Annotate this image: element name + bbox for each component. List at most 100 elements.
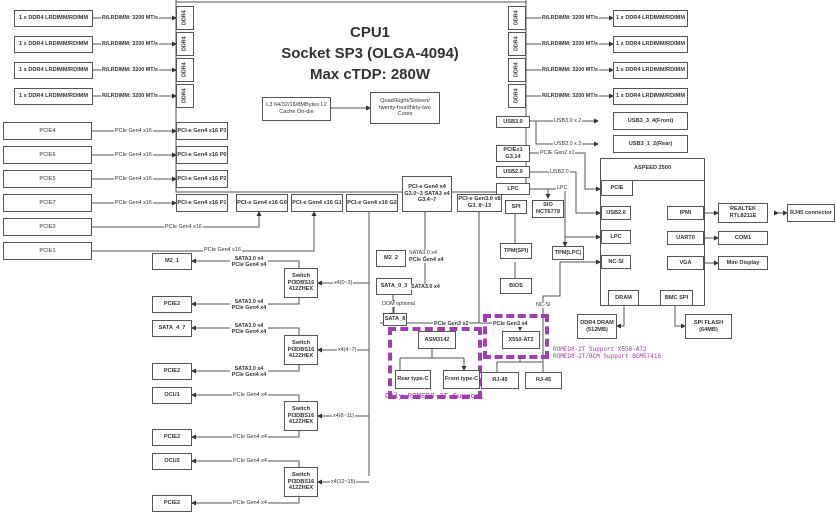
dimm-l1: 1 x DDR4 LRDIMM/RDIMM: [14, 10, 93, 27]
sata-0-3-link: SATA3.0 x4: [410, 284, 441, 291]
switch-2: Switch PI3DBS16 412ZHEX: [284, 335, 318, 365]
dev-link-5: PCIe Gen4 x4: [232, 392, 268, 399]
cpu-tdp: Max cTDP: 280W: [309, 66, 431, 83]
asm-link: PCIe Gen3 x2: [433, 321, 470, 328]
dimm-r1: 1 x DDR4 LRDIMM/RDIMM: [613, 10, 688, 27]
cores-box: Quad/Eight/Sixteen/ twenty-four/thirty-t…: [370, 92, 440, 124]
pciex1-port: PCIEx1 G3.14: [496, 145, 530, 162]
rj45-a: RJ-45: [481, 372, 519, 389]
dimm-r2: 1 x DDR4 LRDIMM/RDIMM: [613, 36, 688, 53]
pcie-port-g2: PCI-e Gen4 x16 G2: [346, 194, 398, 212]
switch-1: Switch PI3DBS16 412ZHEX: [284, 268, 318, 298]
bmc-uart0: UART0: [667, 231, 704, 245]
pcie-port-p1: PCI-e Gen4 x16 P1: [176, 194, 228, 212]
cpu-name: CPU1: [349, 24, 390, 41]
slot-pcie5: PCIE5: [3, 170, 92, 188]
bmc-divider: [600, 180, 705, 181]
cpu-title: CPU1 Socket SP3 (OLGA-4094) Max cTDP: 28…: [270, 22, 470, 85]
ddr-link-l3: R/LRDIMM: 3200 MT/s: [101, 67, 160, 74]
ddr-link-r1: R/LRDIMM: 3200 MT/s: [541, 15, 600, 22]
dimm-r4: 1 x DDR4 LRDIMM/RDIMM: [613, 88, 688, 105]
link-pcie6: PCIe Gen4 x16: [114, 152, 153, 159]
ddr-link-l2: R/LRDIMM: 3200 MT/s: [101, 41, 160, 48]
com1: COM1: [718, 231, 768, 245]
front-typec: Front type-C: [443, 370, 480, 389]
lpc-link: LPC: [556, 185, 569, 192]
rj45-connector: RJ45 connector: [787, 204, 835, 222]
asm-dashed-region: [388, 327, 482, 399]
dev-link-1: SATA3.0 x4 PCIe Gen4 x4: [230, 256, 268, 269]
slot-pcie6: PCIE6: [3, 146, 92, 164]
switch-lane-4: x4(12~15): [330, 479, 357, 486]
switch-4: Switch PI3DBS16 412ZHEX: [284, 467, 318, 497]
link-pcie4: PCIe Gen4 x16: [114, 128, 153, 135]
realtek-phy: REALTEK RTL8211E: [718, 203, 768, 223]
bmc-dram: DRAM: [608, 290, 639, 306]
cpu-socket: Socket SP3 (OLGA-4094): [281, 45, 459, 62]
m2-2-link-pcie: PCIe Gen4 x4: [408, 257, 445, 264]
bmc-ipmi: IPMI: [667, 206, 704, 220]
dimm-l3: 1 x DDR4 LRDIMM/RDIMM: [14, 62, 93, 79]
dimm-l2: 1 x DDR4 LRDIMM/RDIMM: [14, 36, 93, 53]
dev-pcie2-c: PCIE2: [152, 429, 192, 446]
bmc-vga: VGA: [667, 256, 704, 270]
usb20-link: USB2.0: [549, 169, 570, 176]
dev-ocu2: OCU2: [152, 453, 192, 470]
dev-sata-4-7: SATA_4_7: [152, 320, 192, 337]
dev-link-6: PCIe Gen4 x4: [232, 434, 268, 441]
m2-2: M2_2: [376, 250, 406, 267]
pcie-port-p2: PCI-e Gen4 x16 P2: [176, 170, 228, 188]
dev-m2-1: M2_1: [152, 253, 192, 270]
ncsi-link: NC-SI: [535, 302, 552, 309]
ddr-port-r4: DDR4: [508, 84, 526, 108]
ddr-link-l4: R/LRDIMM: 3200 MT/s: [101, 93, 160, 100]
dev-link-3: SATA3.0 x4 PCIe Gen4 x4: [230, 323, 268, 336]
sata-0-3: SATA_0_3: [376, 278, 412, 295]
dev-link-2: SATA3.0 x4 PCIe Gen4 x4: [230, 299, 268, 312]
dimm-l4: 1 x DDR4 LRDIMM/RDIMM: [14, 88, 93, 105]
slot-pcie3: PCIE3: [3, 218, 92, 236]
ddr-link-r3: R/LRDIMM: 3200 MT/s: [541, 67, 600, 74]
ddr4-dram: DDR4 DRAM (512MB): [577, 314, 617, 339]
ddr-port-r3: DDR4: [508, 58, 526, 82]
mini-display: Mini Display: [718, 256, 768, 270]
ddr-link-r4: R/LRDIMM: 3200 MT/s: [541, 93, 600, 100]
switch-lane-3: x4(8~11): [332, 413, 356, 420]
ddr-link-l1: R/LRDIMM: 3200 MT/s: [101, 15, 160, 22]
ddr-port-r1: DDR4: [508, 6, 526, 30]
bios-chip: BIOS: [500, 278, 532, 294]
switch-3: Switch PI3DBS16 412ZHEX: [284, 401, 318, 431]
bmc-spi: BMC SPI: [660, 290, 693, 306]
bmc-lpc: LPC: [601, 230, 631, 244]
dev-link-8: PCIe Gen4 x4: [232, 500, 268, 507]
x550-link: PCIe Gen3 x4: [492, 321, 529, 328]
usb20-port: USB2.0: [496, 166, 530, 178]
dev-pcie2-b: PCIE2: [152, 363, 192, 380]
bmc-title: ASPEED 2500: [633, 165, 671, 171]
dev-pcie2-d: PCIE2: [152, 495, 192, 512]
usb30-port: USB3.0: [496, 116, 530, 128]
pcie-port-g1: PCI-e Gen4 x16 G1: [291, 194, 343, 212]
pcie-port-p0: PCI-e Gen4 x16 P0: [176, 146, 228, 164]
ddr-port-l1: DDR4: [176, 6, 194, 30]
dimm-r3: 1 x DDR4 LRDIMM/RDIMM: [613, 62, 688, 79]
dev-link-7: PCIe Gen4 x4: [232, 458, 268, 465]
x550-support-note: ROMED8-2T Support X550-AT2: [553, 346, 647, 353]
bcm-support-note: ROMED8-2T/BCM Support BCM57416: [553, 353, 662, 360]
cache-box: L3 64/32/16/8MBytes L2 Cache On-die: [262, 97, 331, 121]
bmc-ncsi: NC-SI: [601, 255, 631, 269]
pciex1-link: PCIE Gen2 x1: [539, 150, 576, 157]
slot-pcie7: PCIE7: [3, 194, 92, 212]
only-support-note: Only ROMED8-2T Support: [385, 393, 485, 401]
spi-flash: SPI FLASH (64MB): [685, 314, 732, 339]
m2-2-link-sata: SATA3.0 x4: [408, 250, 438, 257]
pcie-port-g3-8-13: PCI-e Gen3.0 x8 G3. 8~13: [457, 194, 502, 212]
tpm-spi: TPM(SPI): [500, 243, 532, 259]
usb-rear: USB3_1_2(Rear): [613, 135, 688, 153]
ddr-port-l2: DDR4: [176, 32, 194, 56]
link-pcie3: PCIe Gen4 x16: [164, 224, 203, 231]
asm3142-chip: ASM3142: [418, 331, 456, 349]
ddr-port-l3: DDR4: [176, 58, 194, 82]
x550-dashed-region: [483, 314, 549, 359]
dev-pcie2-a: PCIE2: [152, 296, 192, 313]
